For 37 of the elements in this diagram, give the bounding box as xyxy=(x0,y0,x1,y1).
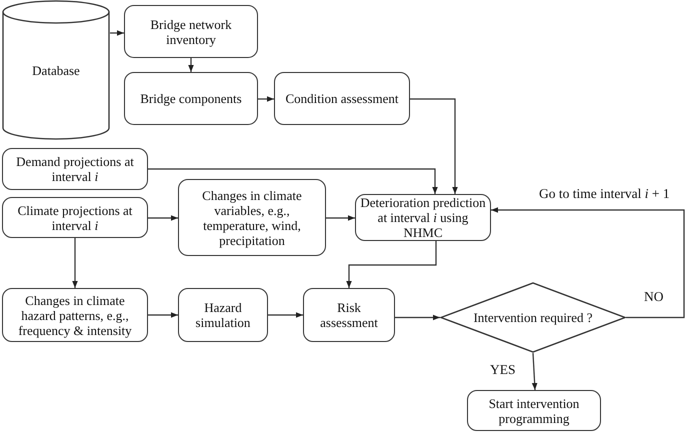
process-box xyxy=(178,288,268,342)
node-label: Database xyxy=(32,62,80,78)
node-label: Condition assessment xyxy=(285,91,399,106)
node-label: Changes in climate variables, e.g., temperature, wind, precipitation xyxy=(201,188,303,248)
node-label: Intervention required ? xyxy=(473,310,593,325)
process-box xyxy=(124,72,258,125)
node-label: Hazard simulation xyxy=(194,300,252,330)
arrow xyxy=(148,215,178,221)
process-box xyxy=(2,148,148,190)
arrow xyxy=(532,352,538,390)
arrow xyxy=(188,58,194,72)
arrow xyxy=(395,314,440,320)
arrow xyxy=(326,215,355,221)
node-label: Demand projections at interval i xyxy=(15,154,135,184)
arrow xyxy=(72,238,78,288)
process-box xyxy=(124,5,258,58)
process-box xyxy=(2,197,148,238)
arrow xyxy=(491,207,685,318)
arrow xyxy=(346,241,437,288)
node-label: Bridge components xyxy=(140,91,242,106)
arrow xyxy=(268,312,303,318)
arrow xyxy=(110,30,124,36)
arrow xyxy=(410,98,458,194)
node-label: Deterioration prediction at interval i using NHMC xyxy=(360,195,486,240)
node-label: Start intervention programming xyxy=(488,396,580,426)
node-label: Climate projections at interval i xyxy=(16,202,134,232)
process-box xyxy=(303,288,395,342)
process-box xyxy=(178,179,326,256)
arrow xyxy=(148,168,438,194)
node-label: Bridge network inventory xyxy=(149,16,233,46)
process-box xyxy=(467,390,601,431)
process-box xyxy=(2,288,148,342)
arrow xyxy=(258,96,274,102)
node-label: Changes in climate hazard patterns, e.g., frequency & intensity xyxy=(17,292,133,338)
process-box xyxy=(274,72,410,125)
arrow xyxy=(148,312,178,318)
node-label: Risk assessment xyxy=(319,300,379,330)
